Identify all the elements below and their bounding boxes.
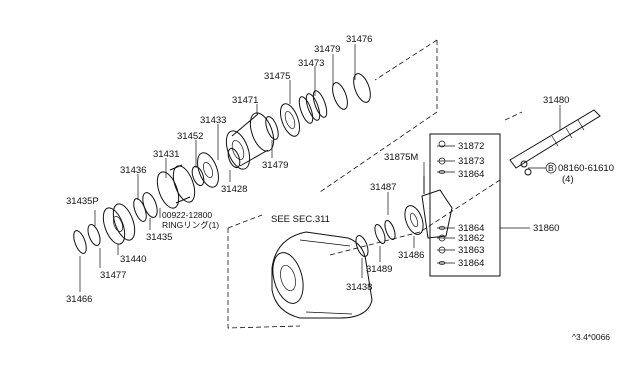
washer-31435P [87, 224, 101, 246]
seal-31489b [384, 220, 396, 240]
snap-ring-31476 [353, 73, 371, 103]
leader-lines [79, 44, 561, 292]
label-see-sec: SEE SEC.311 [271, 214, 330, 225]
label-31477: 31477 [100, 270, 126, 281]
label-31475: 31475 [264, 71, 290, 82]
part-labels: 31476 31479 31473 31475 31471 31433 3145… [66, 34, 614, 342]
label-31487: 31487 [370, 182, 396, 193]
clutch-stack [73, 73, 371, 254]
label-31440: 31440 [120, 254, 146, 265]
label-31428: 31428 [221, 184, 247, 195]
gear-31475 [279, 103, 301, 137]
label-31431: 31431 [153, 149, 179, 160]
label-31435P: 31435P [66, 196, 99, 207]
transmission-case [271, 231, 373, 319]
drum-31471 [225, 112, 275, 170]
label-31466: 31466 [66, 294, 92, 305]
seal-ring-31473c [298, 96, 314, 124]
label-31480: 31480 [543, 95, 569, 106]
label-31873: 31873 [458, 156, 484, 167]
label-31862: 31862 [458, 233, 484, 244]
label-31473: 31473 [298, 58, 324, 69]
label-31476: 31476 [346, 34, 372, 45]
label-31489: 31489 [366, 264, 392, 275]
label-bolt-part: 08160-61610 [558, 163, 614, 174]
shaft-31480 [509, 109, 601, 169]
drum-31431 [156, 164, 196, 209]
label-31864c: 31864 [458, 258, 484, 269]
label-31872: 31872 [458, 141, 484, 152]
carrier-31440 [102, 203, 136, 245]
label-31438: 31438 [346, 282, 372, 293]
oil-pump-assembly [355, 109, 601, 277]
label-31479a: 31479 [314, 44, 340, 55]
label-31471: 31471 [232, 95, 258, 106]
drawing-code: ^3.4*0066 [572, 332, 610, 342]
gear-31486 [404, 205, 424, 235]
label-31864b: 31864 [458, 223, 484, 234]
label-31433: 31433 [200, 115, 226, 126]
snap-ring-31479-upper [332, 82, 348, 110]
label-ring-part: 00922-12800 [162, 210, 212, 220]
seal-31438 [355, 235, 369, 257]
hub-31452 [191, 152, 219, 188]
label-bolt-callout: B [548, 163, 554, 173]
ring-31428 [227, 147, 241, 169]
label-31436: 31436 [120, 165, 146, 176]
bolt-callout-circle [545, 162, 557, 174]
label-31860: 31860 [533, 223, 559, 234]
label-31486: 31486 [398, 250, 424, 261]
seal-31489a [374, 224, 386, 244]
label-31863: 31863 [458, 245, 484, 256]
seal-ring-31473b [305, 93, 321, 121]
snap-ring-31479-lower [265, 116, 279, 140]
label-31452: 31452 [177, 131, 203, 142]
label-31864a: 31864 [458, 169, 484, 180]
label-31875M: 31875M [384, 152, 418, 163]
ring-31436 [133, 198, 147, 222]
label-31435: 31435 [146, 232, 172, 243]
label-31479b: 31479 [262, 160, 288, 171]
dashed-frames [227, 39, 523, 329]
label-bolt-qty: (4) [562, 174, 574, 185]
label-ring-note: RINGリング(1) [162, 220, 219, 230]
washer-31466 [73, 230, 87, 254]
